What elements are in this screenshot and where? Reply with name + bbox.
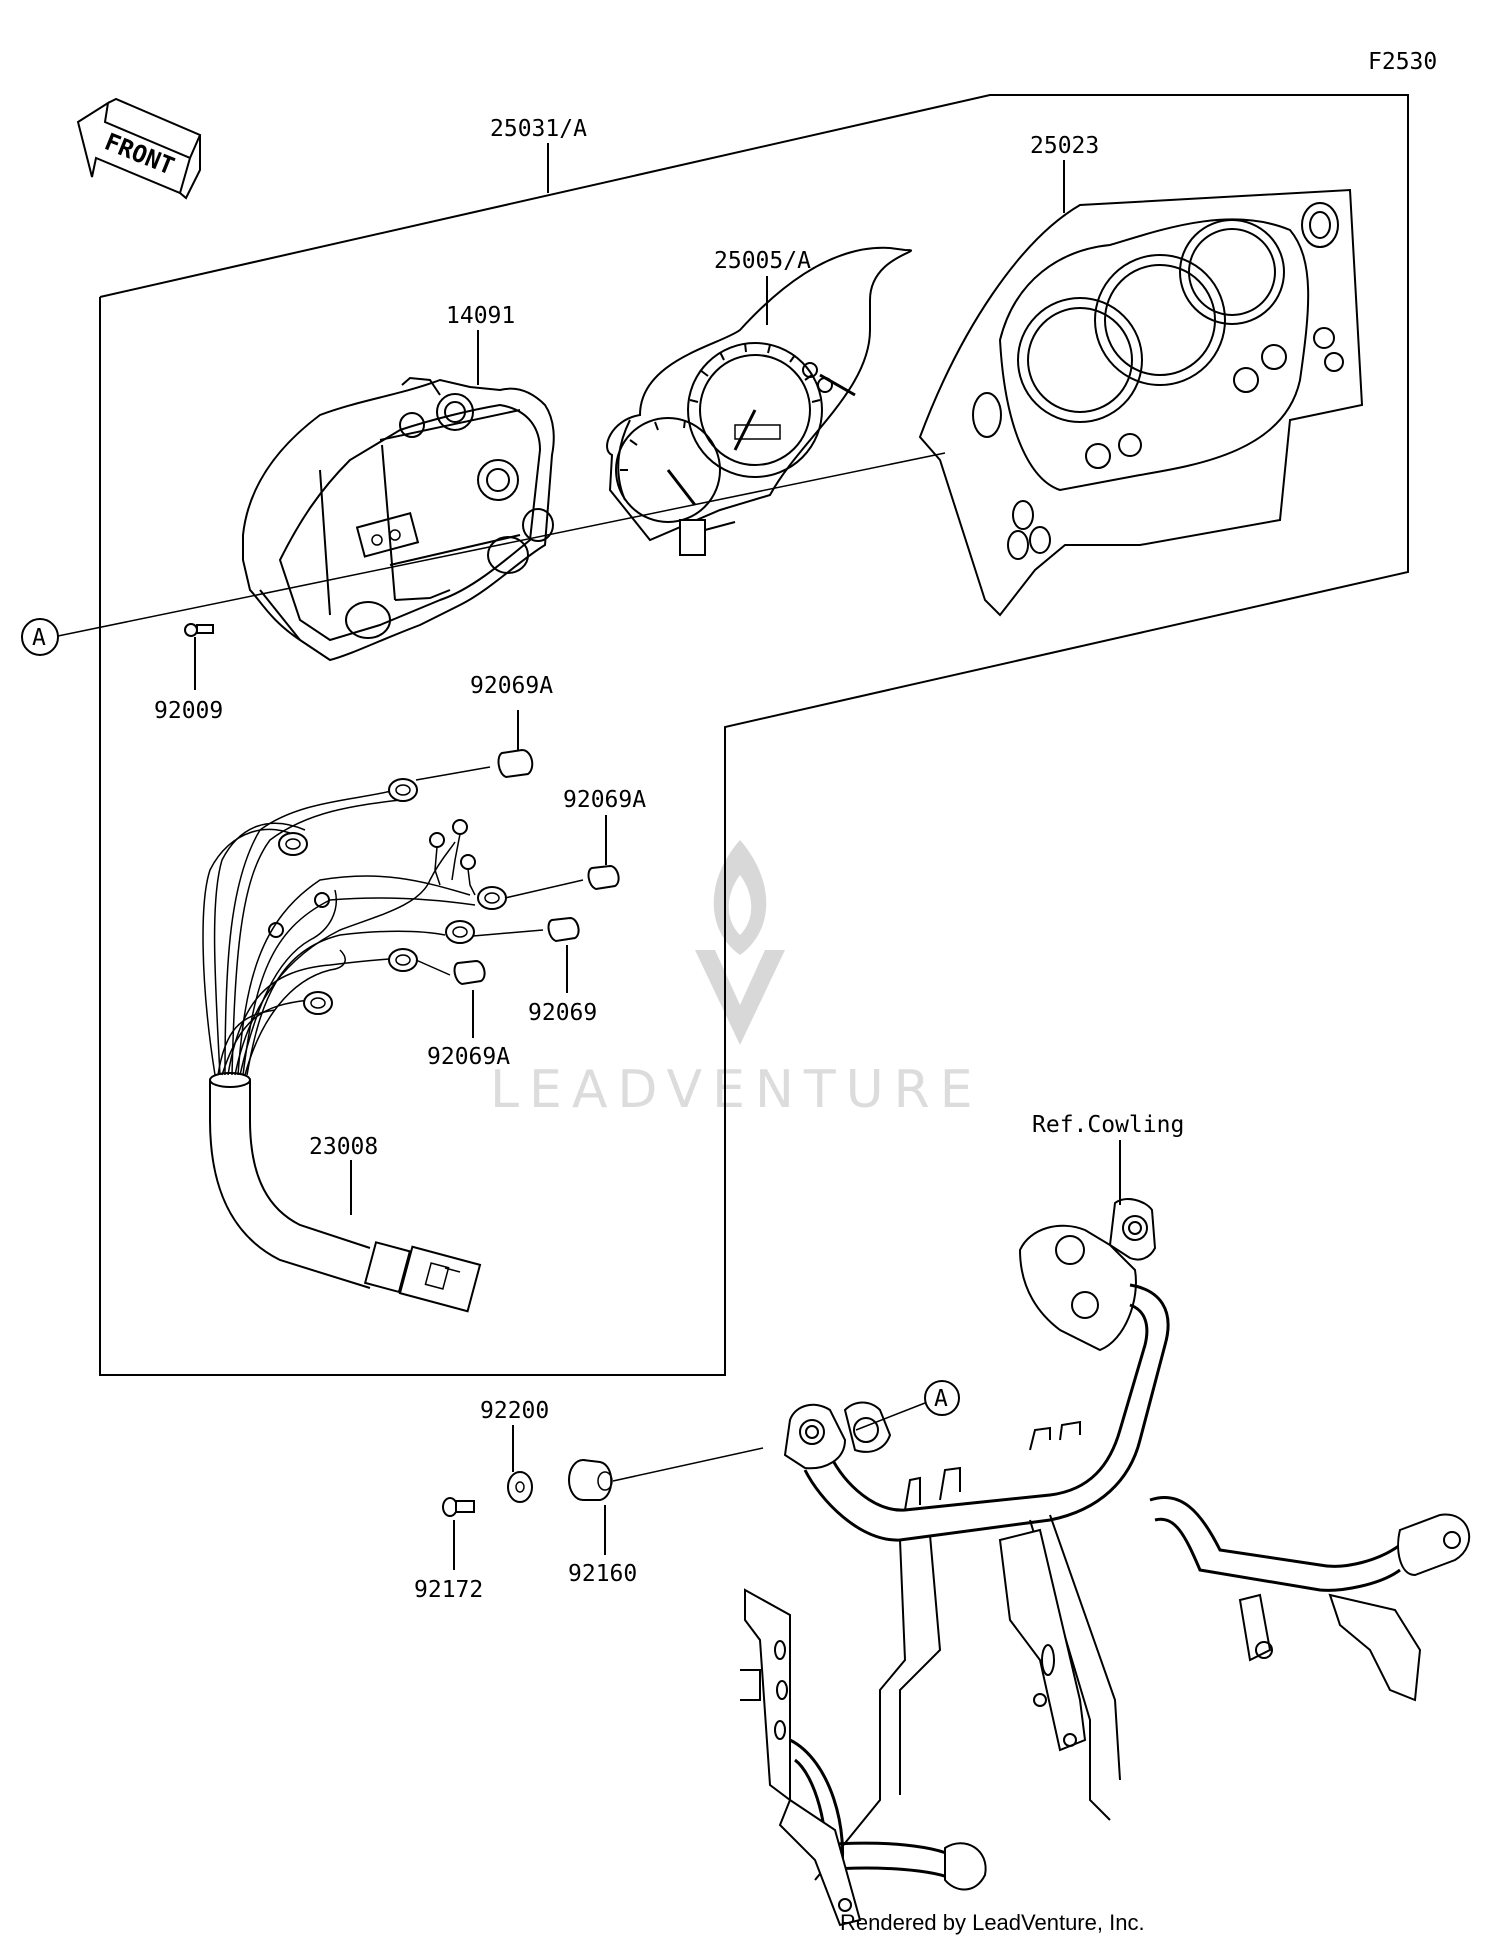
label-92160: 92160: [568, 1561, 637, 1587]
callout-a-bottom: A: [924, 1380, 960, 1416]
label-92069: 92069: [528, 1000, 597, 1026]
bulb-socket: [278, 778, 507, 1015]
label-92069A-1: 92069A: [470, 673, 553, 699]
reference-line-grommet: [612, 1447, 764, 1482]
label-25031A: 25031/A: [490, 116, 587, 142]
speedometer-ticks: [620, 342, 821, 471]
credit-text: Rendered by LeadVenture, Inc.: [840, 1910, 1145, 1935]
meter-case: [242, 376, 555, 662]
label-92069A-3: 92069A: [427, 1044, 510, 1070]
label-92200: 92200: [480, 1398, 549, 1424]
label-92172: 92172: [414, 1577, 483, 1603]
callout-a-top: A: [21, 618, 59, 656]
washer-92200: [507, 1471, 533, 1503]
label-ref-cowling: Ref.Cowling: [1032, 1112, 1184, 1138]
bulb-92069a-1: [415, 748, 534, 781]
label-92009: 92009: [154, 698, 223, 724]
label-14091: 14091: [446, 303, 515, 329]
meter-cover: [918, 188, 1364, 617]
watermark-logo: LEADVENTURE: [490, 840, 983, 1120]
callout-a-top-label: A: [32, 625, 46, 651]
figure-code: F2530: [1368, 49, 1437, 75]
label-25005A: 25005/A: [714, 248, 811, 274]
assembly-boundary: [99, 94, 1409, 1376]
label-23008: 23008: [309, 1134, 378, 1160]
meter-face-panel: [606, 246, 913, 556]
bulb-92069a-3: [415, 959, 486, 986]
bulb-92069: [472, 916, 580, 943]
watermark-text: LEADVENTURE: [490, 1060, 983, 1120]
screw-92009: [184, 623, 214, 637]
bolt-92172: [442, 1497, 475, 1517]
bulb-92069a-2: [504, 864, 620, 899]
label-92069A-2: 92069A: [563, 787, 646, 813]
meter-bracket: [740, 1198, 1471, 1927]
leader-callout-a-bottom: [855, 1402, 926, 1431]
grommet-92160: [568, 1459, 613, 1501]
callout-a-bottom-label: A: [934, 1386, 948, 1412]
wiring-harness: [202, 778, 507, 1313]
reference-line-a: [57, 452, 946, 637]
label-25023: 25023: [1030, 133, 1099, 159]
front-arrow-icon: FRONT: [76, 97, 202, 200]
